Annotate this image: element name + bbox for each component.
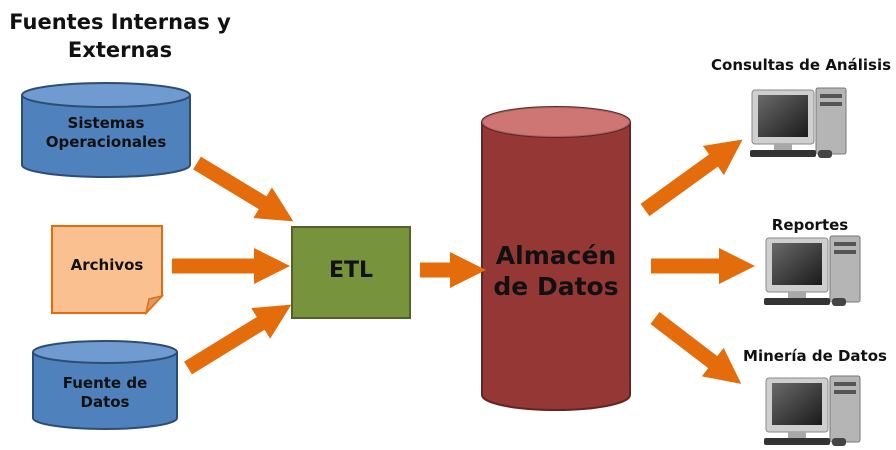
flow-arrows	[172, 139, 756, 384]
files-label: Archivos	[70, 256, 144, 274]
reports-label: Reportes	[771, 216, 849, 234]
arrow-source-to-etl	[184, 304, 292, 375]
data-source-cylinder	[32, 340, 178, 430]
computer-icon	[764, 235, 861, 306]
etl-box	[291, 226, 411, 319]
computer-icon	[764, 375, 861, 446]
data-mining-label: Minería de Datos	[743, 347, 887, 365]
arrow-operational-to-etl	[193, 156, 294, 222]
arrow-warehouse-to-analysis	[640, 139, 743, 217]
computer-icon	[750, 87, 847, 158]
data-source-label: Fuente de Datos	[62, 374, 148, 411]
data-warehouse-cylinder	[481, 106, 631, 411]
etl-label: ETL	[328, 258, 374, 283]
operational-systems-cylinder	[21, 82, 191, 178]
sources-heading: Fuentes Internas y Externas	[9, 10, 231, 63]
analysis-queries-label: Consultas de Análisis	[711, 56, 892, 74]
files-document	[51, 225, 165, 316]
operational-systems-label: Sistemas Operacionales	[45, 114, 167, 151]
arrow-warehouse-to-mining	[650, 312, 742, 384]
warehouse-label: Almacén de Datos	[493, 241, 619, 302]
